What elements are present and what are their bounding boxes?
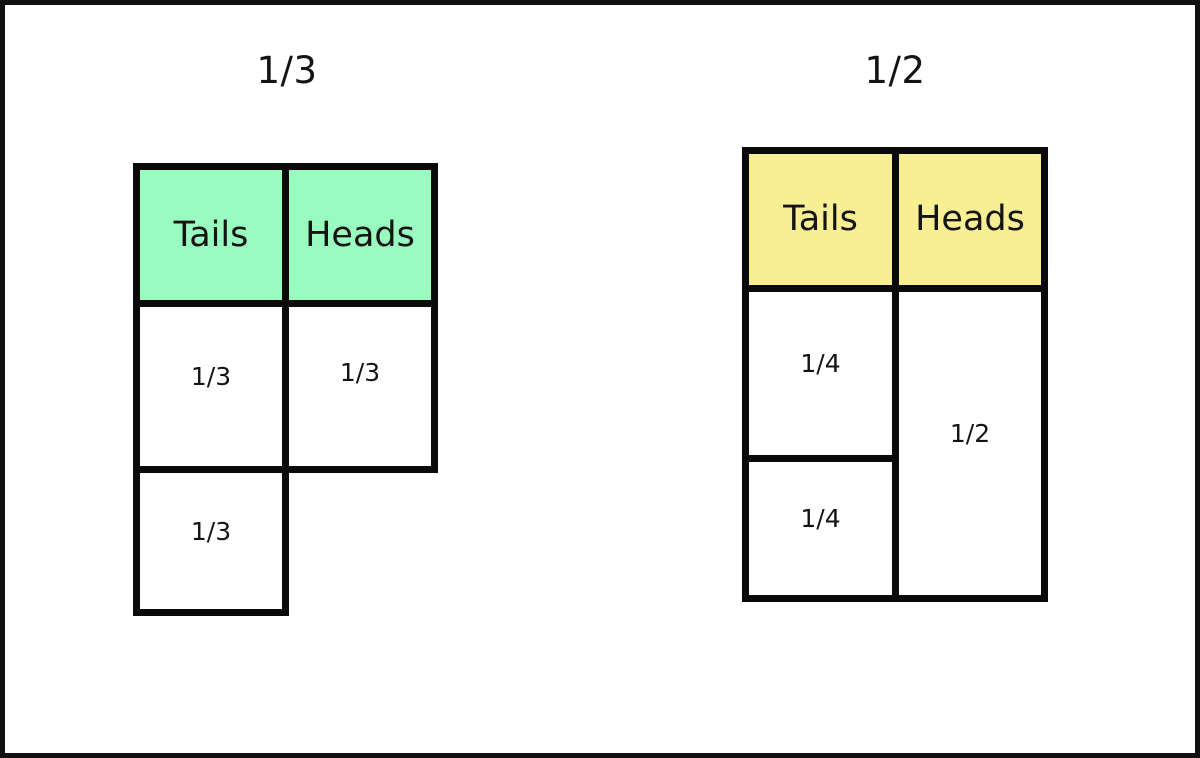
diagram-right: 1/2 Tails Heads 1/4 1/4 1/2	[600, 0, 1200, 758]
right-cell-heads-1-label: 1/2	[949, 419, 991, 448]
right-cell-tails-2-label: 1/4	[800, 504, 841, 533]
left-header-heads-label: Heads	[305, 214, 415, 255]
right-cell-tails-2: 1/4	[742, 455, 899, 602]
left-cell-tails-1: 1/3	[133, 300, 289, 473]
left-cell-heads-1-label: 1/3	[339, 358, 381, 387]
left-cell-tails-2: 1/3	[133, 466, 289, 616]
right-header-heads-label: Heads	[915, 199, 1025, 239]
right-cell-heads-1: 1/2	[892, 285, 1048, 602]
diagram-left: 1/3 Tails Heads 1/3 1/3 1/3	[133, 49, 438, 616]
right-header-heads: Heads	[892, 147, 1048, 292]
left-header-tails-label: Tails	[173, 214, 249, 255]
left-cell-tails-2-label: 1/3	[190, 516, 232, 546]
diagram-left-title: 1/3	[256, 49, 318, 92]
right-cell-tails-1-label: 1/4	[800, 349, 841, 378]
diagram-right-title: 1/2	[864, 49, 926, 92]
left-header-tails: Tails	[133, 163, 289, 307]
left-cell-tails-1-label: 1/3	[190, 362, 232, 391]
left-cell-heads-1: 1/3	[282, 300, 438, 473]
left-header-heads: Heads	[282, 163, 438, 307]
right-header-tails: Tails	[742, 147, 899, 292]
right-header-tails-label: Tails	[783, 199, 858, 239]
right-cell-tails-1: 1/4	[742, 285, 899, 462]
